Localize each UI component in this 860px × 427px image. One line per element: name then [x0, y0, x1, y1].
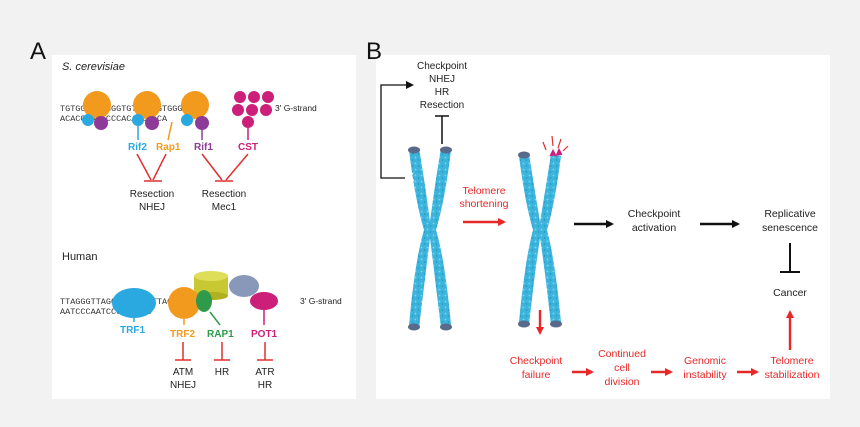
continued-division-3: division	[604, 376, 639, 388]
yeast-dna-top: TGTGGGTGTGGGTGTGGGTGTGGG	[60, 104, 182, 114]
yeast-target-left-1: Resection	[130, 189, 174, 200]
yeast-cst-cluster	[232, 91, 274, 128]
genomic-instability-2: instability	[683, 369, 727, 381]
replicative-senescence-2: senescence	[762, 222, 818, 234]
pathway-inhibition-bar	[435, 115, 449, 144]
yeast-inhibition-right	[201, 153, 249, 182]
human-inhibition-bars	[175, 342, 273, 361]
panel-a-letter: A	[30, 38, 47, 65]
pathway-label-3: Resection	[420, 100, 464, 111]
continued-division-1: Continued	[598, 348, 646, 360]
pathway-label-0: Checkpoint	[417, 61, 467, 72]
human-species-label: Human	[62, 251, 97, 263]
panel-b	[376, 55, 830, 399]
human-rap1-shape	[196, 290, 212, 312]
genomic-instability-1: Genomic	[684, 355, 726, 367]
yeast-rap1-complex-3	[181, 91, 209, 130]
yeast-rap1-complex-1	[82, 91, 111, 130]
human-rap1-label: RAP1	[207, 329, 234, 340]
telomere-stabilization-2: stabilization	[765, 369, 820, 381]
cancer-label: Cancer	[773, 287, 807, 299]
telomere-shortening-2: shortening	[459, 198, 508, 210]
human-target-rap1-1: HR	[215, 367, 229, 378]
senescence-inhibition-bar	[780, 243, 800, 273]
human-pot1-shape	[250, 292, 278, 310]
human-trf1-shape	[112, 288, 156, 318]
yeast-rif1-label: Rif1	[194, 142, 213, 153]
human-dna-bottom: AATCCCAATCCCAATCCC	[60, 307, 152, 317]
pathway-label-1: NHEJ	[429, 74, 455, 85]
telomere-stabilization-1: Telomere	[770, 355, 813, 367]
yeast-dna-bottom: ACACCCACACCCACACCCACA	[60, 114, 168, 124]
yeast-strand-label: 3' G-strand	[275, 103, 317, 113]
human-trf2-label: TRF2	[170, 329, 195, 340]
pathway-label-2: HR	[435, 87, 449, 98]
human-target-pot1-2: HR	[258, 380, 272, 391]
checkpoint-failure-2: failure	[522, 369, 551, 381]
human-trf2-shape	[168, 287, 200, 319]
replicative-senescence-1: Replicative	[764, 208, 816, 220]
checkpoint-activation-1: Checkpoint	[628, 208, 681, 220]
human-trf1-label: TRF1	[120, 325, 145, 336]
yeast-inhibition-left	[136, 153, 167, 182]
human-target-trf2-2: NHEJ	[170, 380, 196, 391]
yeast-target-right-2: Mec1	[212, 202, 237, 213]
chromosome-normal	[405, 146, 452, 331]
yeast-rap1-label: Rap1	[156, 142, 181, 153]
human-section: Human TTAGGGTTAGGGTTAGGGTTAGGGTTAG AATCC…	[60, 251, 342, 391]
panel-b-letter: B	[366, 38, 383, 65]
human-strand-label: 3' G-strand	[300, 296, 342, 306]
checkpoint-activation-2: activation	[632, 222, 677, 234]
yeast-section: S. cerevisiae TGTGGGTGTGGGTGTGGGTGTGGG A…	[60, 61, 317, 213]
yeast-rap1-complex-2	[132, 91, 161, 130]
telomere-shortening-1: Telomere	[462, 185, 505, 197]
chromosome-shortened	[518, 135, 569, 328]
human-tpp1-shape	[229, 275, 259, 297]
yeast-target-right-1: Resection	[202, 189, 246, 200]
damage-spark-icon	[542, 135, 569, 152]
yeast-target-left-2: NHEJ	[139, 202, 165, 213]
yeast-cst-label: CST	[238, 142, 258, 153]
continued-division-2: cell	[614, 362, 630, 374]
bracket-arrow	[380, 81, 414, 179]
human-target-pot1-1: ATR	[255, 367, 274, 378]
human-target-trf2-1: ATM	[173, 367, 193, 378]
yeast-species-label: S. cerevisiae	[62, 61, 125, 73]
human-pot1-label: POT1	[251, 329, 278, 340]
yeast-rif2-label: Rif2	[128, 142, 147, 153]
panel-b-diagram: Checkpoint NHEJ HR Resection	[380, 61, 820, 388]
checkpoint-failure-1: Checkpoint	[510, 355, 563, 367]
